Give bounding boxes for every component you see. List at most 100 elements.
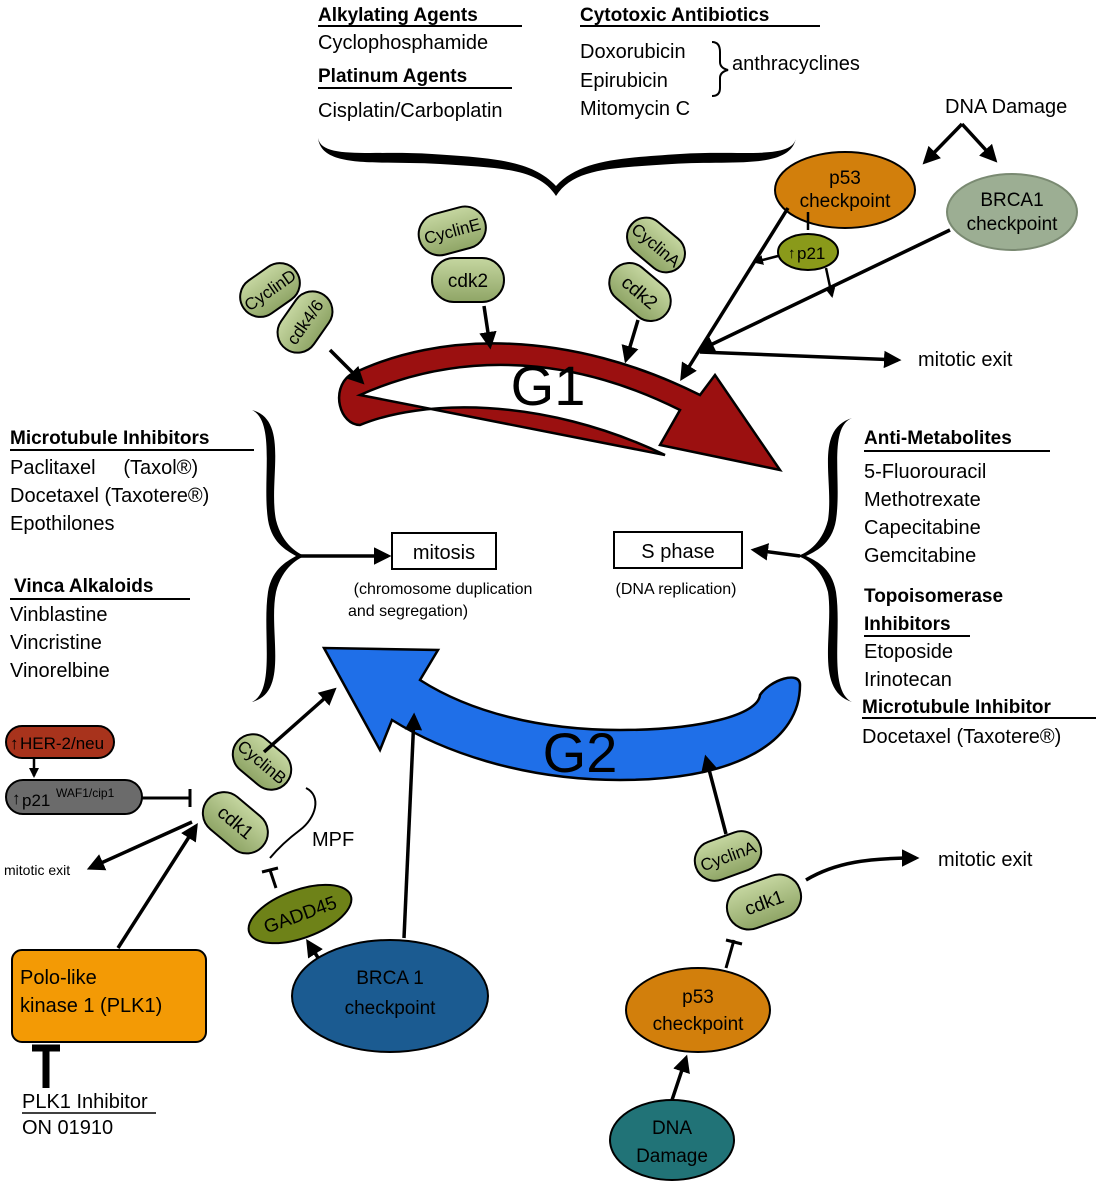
plk1-inhibit-bar <box>32 1044 60 1088</box>
topo-item-1: Etoposide <box>864 641 953 663</box>
cycline-pill <box>417 205 487 257</box>
dna-to-brca1-arrow <box>960 122 998 163</box>
p21-left-arrow <box>753 254 779 265</box>
g2-label: G2 <box>543 721 618 784</box>
left-brace <box>252 410 306 702</box>
plk1-line1: Polo-like <box>20 967 97 989</box>
antimetabolites-group: Anti-Metabolites 5-Fluorouracil Methotre… <box>864 428 1050 567</box>
brca1-top-line1: BRCA1 <box>980 190 1043 211</box>
dna-damage-bottom-line2: Damage <box>636 1146 708 1167</box>
brca1-bottom-line2: checkpoint <box>345 998 437 1019</box>
plk1-box <box>11 949 207 1043</box>
plk1-line2: kinase 1 (PLK1) <box>20 995 162 1017</box>
p53-top-line1: p53 <box>829 168 861 189</box>
vinca-item-3: Vinorelbine <box>10 660 110 682</box>
p53-inhibit-line <box>724 938 743 969</box>
gadd45-pill <box>247 883 353 945</box>
cdk46-to-g1-arrow <box>328 348 365 385</box>
cycline-cdk2-complex: CyclinE cdk2 <box>417 205 505 350</box>
cyclind-pill <box>239 262 301 318</box>
microtubule-item-1: Paclitaxel (Taxol®) <box>10 457 198 479</box>
p21-top <box>777 233 839 271</box>
mitotic-exit-top-arrow <box>699 350 902 369</box>
mitotic-exit-left-arrow <box>86 820 193 871</box>
p21-left-label: p21 <box>22 791 50 810</box>
topoisomerase-inhibitors-group: Topoisomerase Inhibitors Etoposide Irino… <box>864 586 1003 691</box>
mitotic-exit-left: mitotic exit <box>4 862 70 878</box>
platinum-agents-group: Platinum Agents Cisplatin/Carboplatin <box>318 66 512 122</box>
mitotic-exit-right-arrow <box>805 849 920 882</box>
microtubule2-item-1: Docetaxel (Taxotere®) <box>862 726 1061 748</box>
brca1-bottom-line1: BRCA 1 <box>356 968 424 989</box>
sphase-label: S phase <box>641 541 714 563</box>
anthracyclines-brace <box>711 41 729 97</box>
vinca-item-2: Vincristine <box>10 632 102 654</box>
microtubule-inhibitor-right-group: Microtubule Inhibitor Docetaxel (Taxoter… <box>862 697 1096 748</box>
brca1-top-line2: checkpoint <box>967 214 1059 235</box>
brca1-checkpoint-bottom <box>291 939 489 1053</box>
microtubule-inhibitors-group: Microtubule Inhibitors Paclitaxel (Taxol… <box>10 428 254 535</box>
cyclina-bottom-to-g2-arrow <box>701 754 728 835</box>
p21-top-uparrow: ↑ <box>788 245 796 262</box>
her2-pill <box>5 725 115 759</box>
cyclinb-to-g2-arrow <box>262 687 337 754</box>
cytotoxic-antibiotics-group: Cytotoxic Antibiotics Doxorubicin Epirub… <box>580 5 860 120</box>
platinum-agents-title: Platinum Agents <box>318 66 467 87</box>
mitosis-box <box>391 532 497 570</box>
mpf-label: MPF <box>312 829 354 851</box>
her2-label: HER-2/neu <box>20 734 104 753</box>
alkylating-item-1: Cyclophosphamide <box>318 32 488 54</box>
cdk2-e-label: cdk2 <box>448 271 488 292</box>
g1-phase-arrow <box>337 342 783 472</box>
sphase-desc: (DNA replication) <box>616 581 737 598</box>
cyclinb-cdk1-complex: CyclinB cdk1 <box>201 733 293 855</box>
right-brace-to-sphase-arrow <box>750 543 801 561</box>
alkylating-agents-group: Alkylating Agents Cyclophosphamide <box>318 5 522 54</box>
dna-damage-bottom <box>609 1099 735 1181</box>
cdk2-a-pill <box>608 262 672 322</box>
mitotic-exit-top: mitotic exit <box>918 349 1013 371</box>
antimetabolites-title: Anti-Metabolites <box>864 428 1012 449</box>
p21-inhibit-line <box>142 789 192 807</box>
her2-uparrow: ↑ <box>10 734 19 753</box>
cdk2-e-to-g1-arrow <box>479 305 497 350</box>
p21-down-arrow <box>824 267 836 298</box>
antimetabolites-item-4: Gemcitabine <box>864 545 976 567</box>
mpf-brace <box>269 787 317 859</box>
dna-to-p53-arrow <box>922 122 964 165</box>
cdk1-bottom-pill <box>725 873 803 931</box>
cyclina-cdk1-bottom-complex: CyclinA cdk1 <box>693 830 803 931</box>
sphase-box <box>613 531 743 569</box>
brca1-bottom-to-g2-arrow <box>402 712 423 939</box>
dna-damage-bottom-line1: DNA <box>652 1118 692 1139</box>
cytotoxic-item-1: Doxorubicin <box>580 41 686 63</box>
antimetabolites-item-3: Capecitabine <box>864 517 981 539</box>
cytotoxic-antibiotics-title: Cytotoxic Antibiotics <box>580 5 769 26</box>
p21-top-label: p21 <box>797 244 825 263</box>
dna-to-p53-bottom-arrow <box>670 1054 690 1101</box>
cdk1-b-pill <box>201 791 269 855</box>
g1-label: G1 <box>511 354 586 417</box>
cyclina-bottom-pill <box>693 830 763 882</box>
plk1-inhibitor-title: PLK1 Inhibitor <box>22 1091 148 1113</box>
mitosis-label: mitosis <box>413 542 475 564</box>
alkylating-agents-title: Alkylating Agents <box>318 5 478 26</box>
cyclina-top-pill <box>626 216 686 274</box>
microtubule2-title: Microtubule Inhibitor <box>862 697 1052 718</box>
microtubule-inhibitors-title: Microtubule Inhibitors <box>10 428 210 449</box>
cdk46-pill <box>276 290 334 354</box>
p53-top-line2: checkpoint <box>800 191 892 212</box>
brca1-checkpoint-top <box>946 173 1078 251</box>
cyclind-cdk46-complex: CyclinD cdk4/6 <box>239 262 365 385</box>
antimetabolites-item-2: Methotrexate <box>864 489 981 511</box>
p21-left-uparrow: ↑ <box>12 789 21 808</box>
p53-bottom-line1: p53 <box>682 987 714 1008</box>
mitotic-exit-right: mitotic exit <box>938 849 1033 871</box>
gadd45-inhibit-line <box>261 866 279 889</box>
dna-damage-top: DNA Damage <box>945 96 1067 118</box>
p53-checkpoint-bottom <box>625 967 771 1053</box>
topo-title-line1: Topoisomerase <box>864 586 1003 607</box>
anthracyclines-label: anthracyclines <box>732 53 860 75</box>
mitosis-desc-line2: and segregation) <box>348 603 468 620</box>
